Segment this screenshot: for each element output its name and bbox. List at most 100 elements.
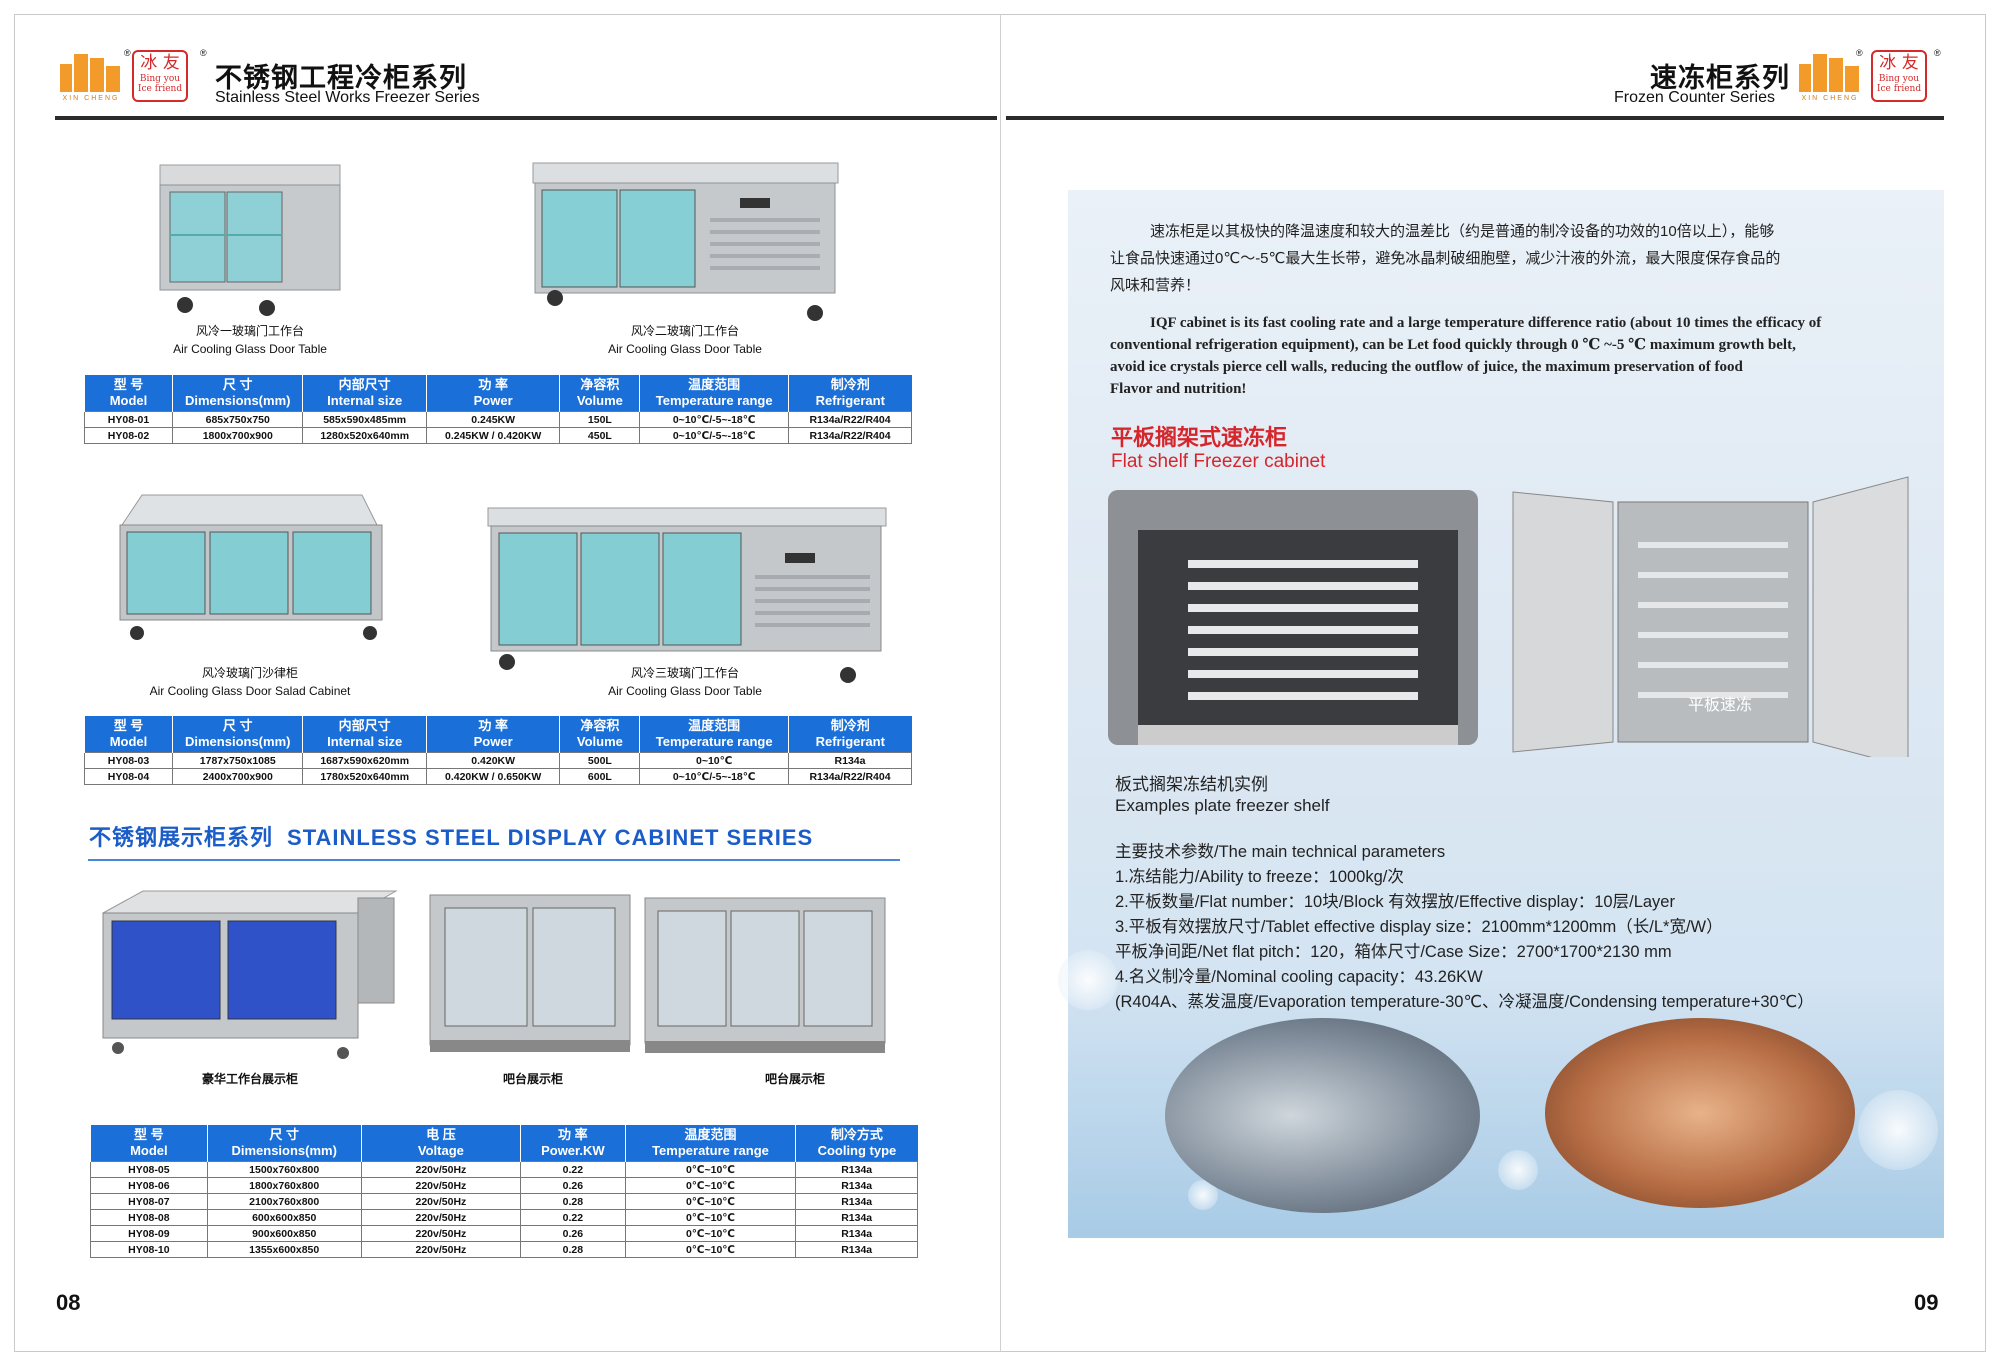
table-cell: 0.22 <box>520 1161 626 1178</box>
table-cell: R134a <box>795 1193 918 1210</box>
table-cell: 0.245KW / 0.420KW <box>425 427 561 444</box>
table-cell: 0.28 <box>520 1193 626 1210</box>
table-cell: 150L <box>559 411 641 428</box>
table-cell: 450L <box>559 427 641 444</box>
flat-freezer-label: 平板速冻 <box>1688 695 1752 714</box>
table-cell: 220v/50Hz <box>360 1177 522 1194</box>
table-cell: 2400x700x900 <box>171 768 304 785</box>
table-cell: 0~10℃/-5~-18℃ <box>639 768 790 785</box>
table-cell: 685x750x750 <box>171 411 304 428</box>
table-cell: HY08-06 <box>90 1177 208 1194</box>
castle-logo-icon: XIN CHENG <box>1795 50 1865 102</box>
brand-logo-right: XIN CHENG 冰 友 Bing you Ice friend <box>1795 50 1927 102</box>
table-cell: 0~10℃/-5~-18℃ <box>639 411 790 428</box>
example-caption-cn: 板式搁架冻结机实例 <box>1115 775 1268 794</box>
table-cell: 500L <box>559 752 641 769</box>
glass-door-salad-cabinet-photo <box>119 494 383 640</box>
flat-shelf-title-en: Flat shelf Freezer cabinet <box>1111 451 1326 472</box>
castle-logo-icon: XIN CHENG <box>56 50 126 102</box>
table-cell: 0℃~10℃ <box>624 1241 797 1258</box>
product-caption: 吧台展示柜 <box>502 1072 563 1086</box>
table-cell: R134a <box>795 1241 918 1258</box>
left-title-en: Stainless Steel Works Freezer Series <box>215 89 480 106</box>
flat-shelf-title-cn: 平板搁架式速冻柜 <box>1111 425 1288 450</box>
left-title-cn: 不锈钢工程冷柜系列 <box>215 63 467 93</box>
table-cell: 0℃~10℃ <box>624 1225 797 1242</box>
table-cell: 0.26 <box>520 1177 626 1194</box>
table-cell: 0.420KW <box>425 752 561 769</box>
table-cell: 0.26 <box>520 1225 626 1242</box>
table-cell: 585x590x485mm <box>302 411 427 428</box>
intro-en: IQF cabinet is its fast cooling rate and… <box>1110 315 1822 397</box>
table-cell: 0℃~10℃ <box>624 1209 797 1226</box>
table-cell: HY08-01 <box>84 411 173 428</box>
right-title-en: Frozen Counter Series <box>1614 89 1775 106</box>
table-cell: 220v/50Hz <box>360 1209 522 1226</box>
table-cell: R134a <box>795 1225 918 1242</box>
bar-display-cabinet-3-door-photo <box>644 897 886 1053</box>
table-cell: 0℃~10℃ <box>624 1161 797 1178</box>
table-cell: 0~10℃/-5~-18℃ <box>639 427 790 444</box>
technical-parameters: 主要技术参数/The main technical parameters 1.冻… <box>1115 843 1814 1011</box>
table-cell: 1787x750x1085 <box>171 752 304 769</box>
table-cell: HY08-02 <box>84 427 173 444</box>
table-cell: 1800x760x800 <box>206 1177 362 1194</box>
registered-mark: ® <box>1856 48 1863 58</box>
brand-logo-left: XIN CHENG 冰 友 Bing you Ice friend <box>56 50 188 102</box>
table-cell: 0.28 <box>520 1241 626 1258</box>
table-cell: 1800x700x900 <box>171 427 304 444</box>
table-cell: 0℃~10℃ <box>624 1193 797 1210</box>
table-cell: HY08-07 <box>90 1193 208 1210</box>
table-cell: 2100x760x800 <box>206 1193 362 1210</box>
table-cell: R134a/R22/R404 <box>788 427 912 444</box>
table-cell: 0℃~10℃ <box>624 1177 797 1194</box>
registered-mark: ® <box>200 48 207 58</box>
table-cell: 900x600x850 <box>206 1225 362 1242</box>
header-rule-left <box>55 116 997 120</box>
table-cell: 220v/50Hz <box>360 1241 522 1258</box>
right-title-cn: 速冻柜系列 <box>1650 63 1790 93</box>
flat-freezer-cabinet-photo: 平板速冻 <box>1512 476 1909 757</box>
brand-caption: XIN CHENG <box>62 95 120 102</box>
page-fold <box>1000 14 1001 1352</box>
table-cell: R134a/R22/R404 <box>788 768 912 785</box>
example-caption-en: Examples plate freezer shelf <box>1115 796 1330 815</box>
table-cell: HY08-04 <box>84 768 173 785</box>
header-rule-right <box>1006 116 1944 120</box>
table-cell: 600L <box>559 768 641 785</box>
table-cell: 1280x520x640mm <box>302 427 427 444</box>
bar-display-cabinet-2-door-photo <box>429 894 631 1052</box>
table-cell: HY08-10 <box>90 1241 208 1258</box>
table-cell: 220v/50Hz <box>360 1161 522 1178</box>
table-cell: HY08-08 <box>90 1209 208 1226</box>
page-number-right: 09 <box>1914 1290 1939 1315</box>
frozen-fish-photo <box>1165 1018 1480 1213</box>
